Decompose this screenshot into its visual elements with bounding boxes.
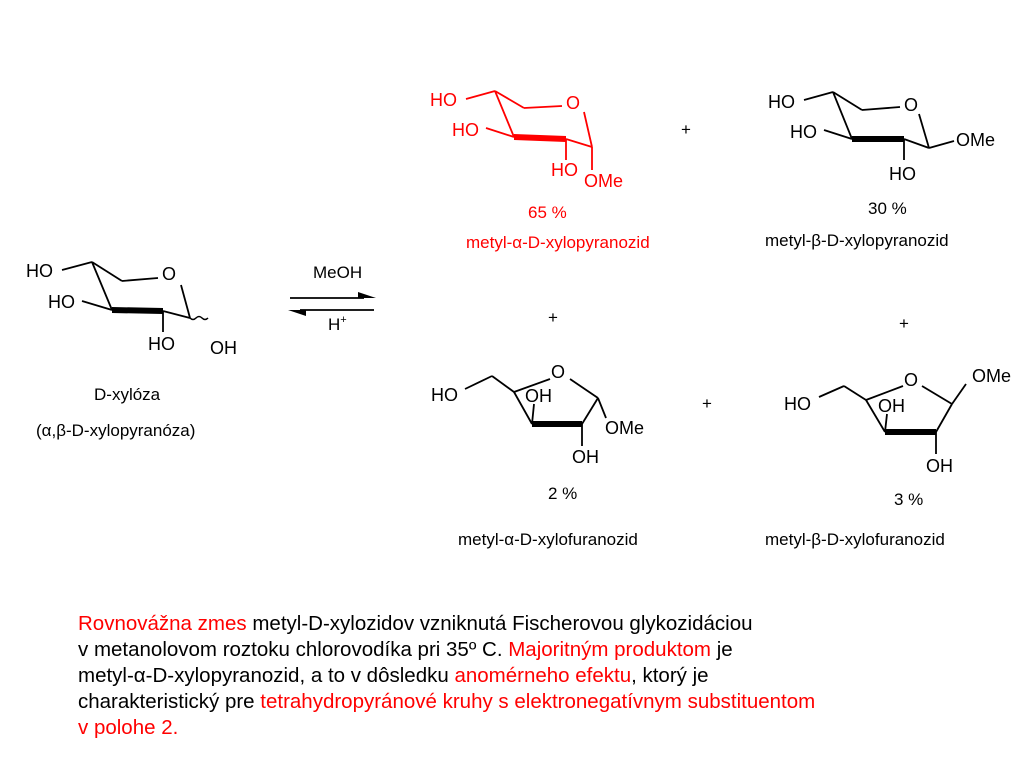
p4-percent: 3 % [894, 490, 923, 509]
p4-oh-1: OH [878, 396, 905, 416]
product-beta-furanoside-structure [818, 383, 967, 454]
p1-ho-3: HO [551, 160, 578, 180]
highlight-position-2: v polohe 2. [78, 716, 179, 739]
p4-name: metyl-β-D-xylofuranozid [765, 530, 945, 549]
p2-ho-3: HO [889, 164, 916, 184]
reactant-ho-1: HO [26, 261, 53, 281]
paragraph-text: metyl-D-xylozidov vzniknutá Fischerovou … [246, 612, 753, 635]
reactant-name: D-xylóza [94, 385, 161, 404]
paragraph-line-4: charakteristický pre tetrahydropyránové … [78, 689, 1008, 715]
p3-oh-2: OH [572, 447, 599, 467]
p2-ome: OMe [956, 130, 995, 150]
p3-percent: 2 % [548, 484, 577, 503]
p4-ho: HO [784, 394, 811, 414]
reactant-ho-3: HO [148, 334, 175, 354]
highlight-major-product: Majoritným produktom [508, 638, 712, 661]
paragraph-text: v metanolovom roztoku chlorovodíka pri 3… [78, 638, 509, 661]
p2-o-ring: O [904, 95, 918, 115]
paragraph-text: je [711, 638, 733, 661]
p2-ho-2: HO [790, 122, 817, 142]
catalyst-label: H+ [328, 314, 347, 334]
product-alpha-pyranoside-structure [465, 90, 593, 170]
p2-ho-1: HO [768, 92, 795, 112]
p1-ome: OMe [584, 171, 623, 191]
p3-o-ring: O [551, 362, 565, 382]
p1-percent: 65 % [528, 203, 567, 222]
p1-ho-1: HO [430, 90, 457, 110]
p3-name: metyl-α-D-xylofuranozid [458, 530, 638, 549]
highlight-thp-rings: tetrahydropyránové kruhy s elektronegatí… [260, 690, 816, 713]
plus-sign-1: + [681, 120, 691, 139]
highlight-anomeric-effect: anomérneho efektu [454, 664, 632, 687]
product-beta-pyranoside-structure [803, 91, 955, 160]
p2-name: metyl-β-D-xylopyranozid [765, 231, 949, 250]
paragraph-line-5: v polohe 2. [78, 715, 1008, 741]
reactant-alt-name: (α,β-D-xylopyranóza) [36, 421, 195, 440]
reagent-label: MeOH [313, 263, 362, 282]
reactant-ho-2: HO [48, 292, 75, 312]
plus-sign-3: + [899, 314, 909, 333]
paragraph-line-1: Rovnovážna zmes metyl-D-xylozidov vznikn… [78, 611, 1008, 637]
p1-name: metyl-α-D-xylopyranozid [466, 233, 650, 252]
reactant-o-ring: O [162, 264, 176, 284]
equilibrium-arrows [288, 292, 376, 316]
p2-percent: 30 % [868, 199, 907, 218]
reactant-structure [61, 261, 209, 332]
paragraph-line-3: metyl-α-D-xylopyranozid, a to v dôsledku… [78, 663, 1008, 689]
p3-ome: OMe [605, 418, 644, 438]
p4-oh-2: OH [926, 456, 953, 476]
explanation-paragraph: Rovnovážna zmes metyl-D-xylozidov vznikn… [78, 611, 1008, 741]
paragraph-text: metyl-α-D-xylopyranozid, a to v dôsledku [78, 664, 455, 687]
product-alpha-furanoside-structure [464, 375, 607, 446]
p4-o-ring: O [904, 370, 918, 390]
p4-ome: OMe [972, 366, 1011, 386]
paragraph-text: charakteristický pre [78, 690, 261, 713]
reactant-oh: OH [210, 338, 237, 358]
p1-ho-2: HO [452, 120, 479, 140]
paragraph-line-2: v metanolovom roztoku chlorovodíka pri 3… [78, 637, 1008, 663]
highlight-equilibrium-mixture: Rovnovážna zmes [78, 612, 247, 635]
plus-sign-4: + [702, 394, 712, 413]
paragraph-text: , ktorý je [631, 664, 709, 687]
reaction-scheme: HO O HO HO OH D-xylóza (α,β-D-xylopyranó… [26, 90, 1011, 549]
p3-oh-1: OH [525, 386, 552, 406]
plus-sign-2: + [548, 308, 558, 327]
p3-ho: HO [431, 385, 458, 405]
p1-o-ring: O [566, 93, 580, 113]
